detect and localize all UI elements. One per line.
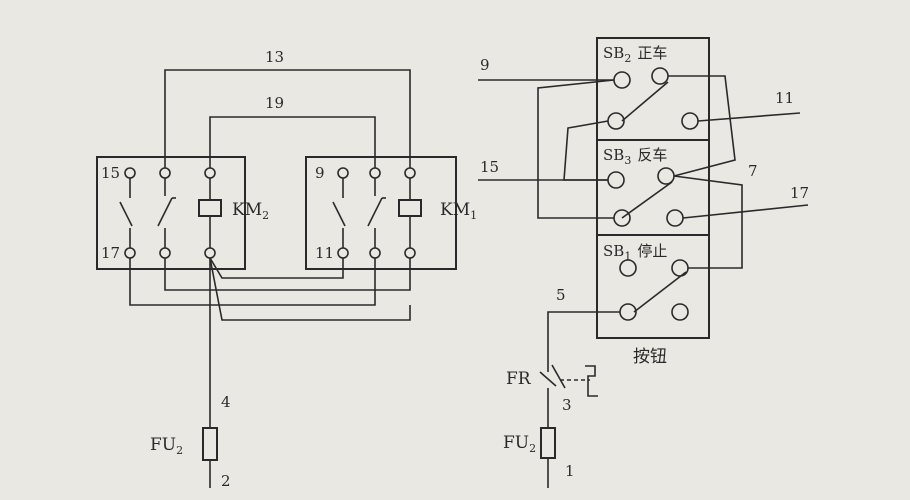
fuse-right-branch: 1 FU2 <box>503 427 575 488</box>
km1-coil <box>398 199 422 217</box>
svg-text:5: 5 <box>556 286 566 304</box>
km1-label: KM1 <box>440 200 477 222</box>
fuse-left-label: FU2 <box>150 435 183 457</box>
svg-text:4: 4 <box>221 393 231 411</box>
svg-text:2: 2 <box>221 472 231 490</box>
km1-box <box>305 156 457 270</box>
km2-module: KM2 15 17 <box>96 156 269 270</box>
svg-text:9: 9 <box>480 56 490 74</box>
km2-label: KM2 <box>232 200 269 222</box>
svg-text:7: 7 <box>748 162 758 180</box>
svg-text:1: 1 <box>565 462 575 480</box>
svg-text:19: 19 <box>265 94 284 112</box>
relay-label: FR <box>506 369 532 389</box>
km2-terminal-bottom: 17 <box>101 244 120 262</box>
fuse-right-label: FU2 <box>503 433 536 455</box>
km2-coil <box>198 199 222 217</box>
km1-terminal-bottom: 11 <box>315 244 334 262</box>
svg-text:17: 17 <box>790 184 809 202</box>
wire-13: 13 <box>164 48 411 168</box>
fuse-right <box>540 427 556 459</box>
button-box-title: 按钮 <box>633 347 667 367</box>
svg-text:15: 15 <box>480 158 499 176</box>
km2-box <box>96 156 246 270</box>
svg-text:3: 3 <box>562 396 572 414</box>
svg-text:11: 11 <box>775 89 794 107</box>
svg-text:13: 13 <box>265 48 284 66</box>
wire-19: 19 <box>209 94 376 168</box>
km2-terminal-top: 15 <box>101 164 120 182</box>
bottom-cross-wires <box>129 257 411 321</box>
fuse-left <box>202 427 218 461</box>
button-box <box>596 37 710 339</box>
km1-terminal-top: 9 <box>315 164 325 182</box>
button-external-wires: 9 11 15 17 7 5 <box>478 56 809 352</box>
fuse-left-branch: 4 2 FU2 <box>150 258 231 490</box>
km1-module: KM1 9 11 <box>305 156 477 270</box>
thermal-relay-contact: FR 3 <box>506 352 598 428</box>
